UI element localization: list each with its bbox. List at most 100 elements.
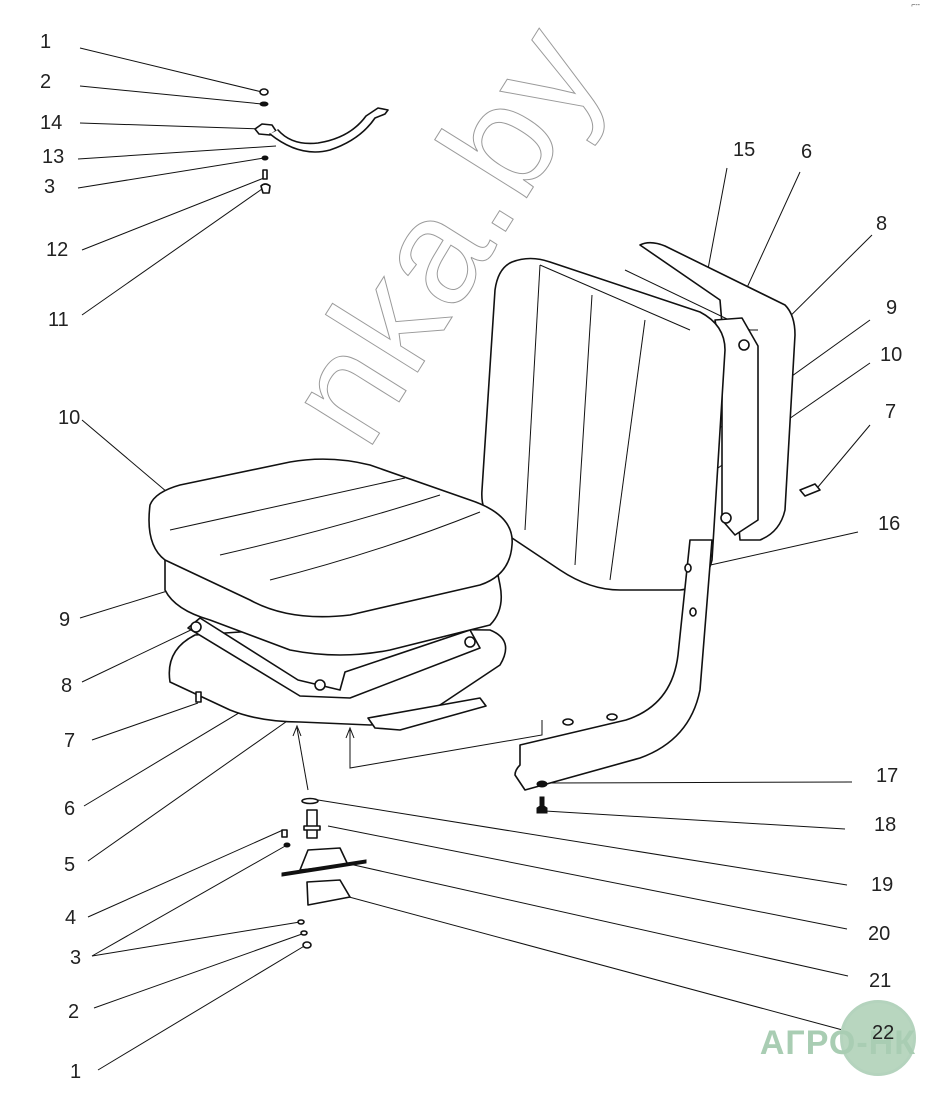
leader-5	[87, 711, 301, 862]
bolt-18	[536, 796, 548, 814]
backrest-top-edge	[539, 264, 691, 331]
callout-1-bottom: 1	[70, 1061, 82, 1083]
callout-4: 4	[65, 907, 77, 929]
callout-3-top: 3	[44, 176, 56, 198]
leader-12	[81, 177, 265, 251]
callout-9-left: 9	[59, 609, 71, 631]
washer-2-bottom	[300, 930, 308, 936]
callout-11: 11	[48, 309, 69, 331]
backrest-assembly	[481, 241, 821, 791]
bolt-4	[281, 829, 288, 838]
callout-10-right: 10	[880, 344, 903, 366]
leader-16	[705, 531, 859, 567]
nut-1-top	[259, 88, 269, 96]
callout-20: 20	[868, 923, 891, 945]
pin-20	[306, 809, 318, 839]
assembly-arrow-line	[296, 727, 309, 791]
callout-10-left: 10	[58, 407, 81, 429]
rubber-pad-21-flange	[281, 859, 367, 877]
nut-1-bottom	[302, 941, 312, 949]
callout-6-top: 6	[801, 141, 813, 163]
callout-15: 15	[733, 139, 756, 161]
leader-17	[544, 781, 853, 784]
lower-hardware	[281, 780, 548, 949]
callout-13: 13	[42, 146, 65, 168]
backrest-frame-edge	[624, 269, 758, 331]
bolt-7-left	[195, 691, 202, 703]
backrest-seam-2	[574, 294, 593, 566]
callout-2-bottom: 2	[68, 1001, 80, 1023]
leader-3a	[91, 844, 288, 957]
callout-6-left: 6	[64, 798, 76, 820]
callout-14: 14	[40, 112, 63, 134]
support-bracket-16	[514, 539, 713, 791]
strap-assembly	[254, 88, 389, 194]
bracket-hole-4	[606, 713, 618, 721]
leader-19	[317, 799, 848, 886]
logo-circle	[840, 1000, 916, 1076]
assembly-arrowhead-2	[345, 726, 355, 739]
leader-20	[327, 825, 848, 930]
callout-17: 17	[876, 765, 899, 787]
leader-15	[704, 167, 728, 286]
leader-2-top	[79, 85, 263, 105]
backrest-seam-1	[524, 264, 541, 531]
seat-cushion-10	[148, 458, 513, 618]
leader-14	[79, 122, 263, 130]
leader-13	[77, 145, 277, 160]
callout-7-right: 7	[885, 401, 897, 423]
callout-3-bottom: 3	[70, 947, 82, 969]
nut-8-front	[314, 679, 326, 691]
washer-17	[536, 780, 548, 788]
seat-assembly	[148, 458, 513, 731]
callout-22: 22	[872, 1022, 895, 1044]
callout-19: 19	[871, 874, 894, 896]
seat-runner	[367, 697, 487, 731]
leader-4	[87, 829, 284, 918]
backrest-seam-3	[609, 319, 646, 581]
leader-1-top	[79, 47, 263, 93]
callout-8-left: 8	[61, 675, 73, 697]
leader-7-left	[91, 702, 199, 741]
leader-21	[344, 862, 849, 977]
leader-9-left	[79, 587, 178, 619]
nut-8-left	[190, 621, 202, 633]
nut-8-lower	[720, 512, 732, 524]
ring-19	[301, 797, 319, 805]
leader-10-left	[81, 419, 181, 504]
leader-11	[81, 188, 263, 316]
callout-7-left: 7	[64, 730, 76, 752]
assembly-arrowhead	[292, 724, 302, 737]
leader-2-bottom	[93, 933, 303, 1009]
callout-18: 18	[874, 814, 897, 836]
assembly-bracket-line	[349, 720, 543, 769]
cushion-seam-1	[169, 477, 406, 531]
callout-21: 21	[869, 970, 892, 992]
leader-3-top	[77, 157, 265, 189]
pin-20-collar	[303, 825, 321, 831]
nut-8-top	[738, 339, 750, 351]
cushion-seam-3	[269, 511, 481, 581]
corner-mark: ⌐--	[911, 2, 920, 9]
washer-3-bottom	[297, 919, 305, 925]
nut-8-right	[464, 636, 476, 648]
leader-7-right	[817, 424, 871, 488]
callout-5: 5	[64, 854, 76, 876]
leader-22	[337, 893, 851, 1033]
leader-8-left	[81, 627, 196, 683]
agro-nk-logo: АГРО-НК	[760, 1000, 916, 1080]
bolt-12	[262, 169, 268, 180]
callout-9-top: 9	[886, 297, 898, 319]
damper-block-22	[306, 879, 351, 906]
strap-13	[269, 107, 389, 153]
leader-1-bottom	[97, 944, 307, 1071]
leader-3b	[91, 921, 301, 957]
mounting-plate-6	[187, 617, 481, 699]
callout-1-top: 1	[40, 31, 52, 53]
bracket-hole-3	[562, 718, 574, 726]
bracket-hole-1	[684, 563, 692, 573]
bracket-hole-2	[689, 607, 697, 617]
callout-12: 12	[46, 239, 69, 261]
